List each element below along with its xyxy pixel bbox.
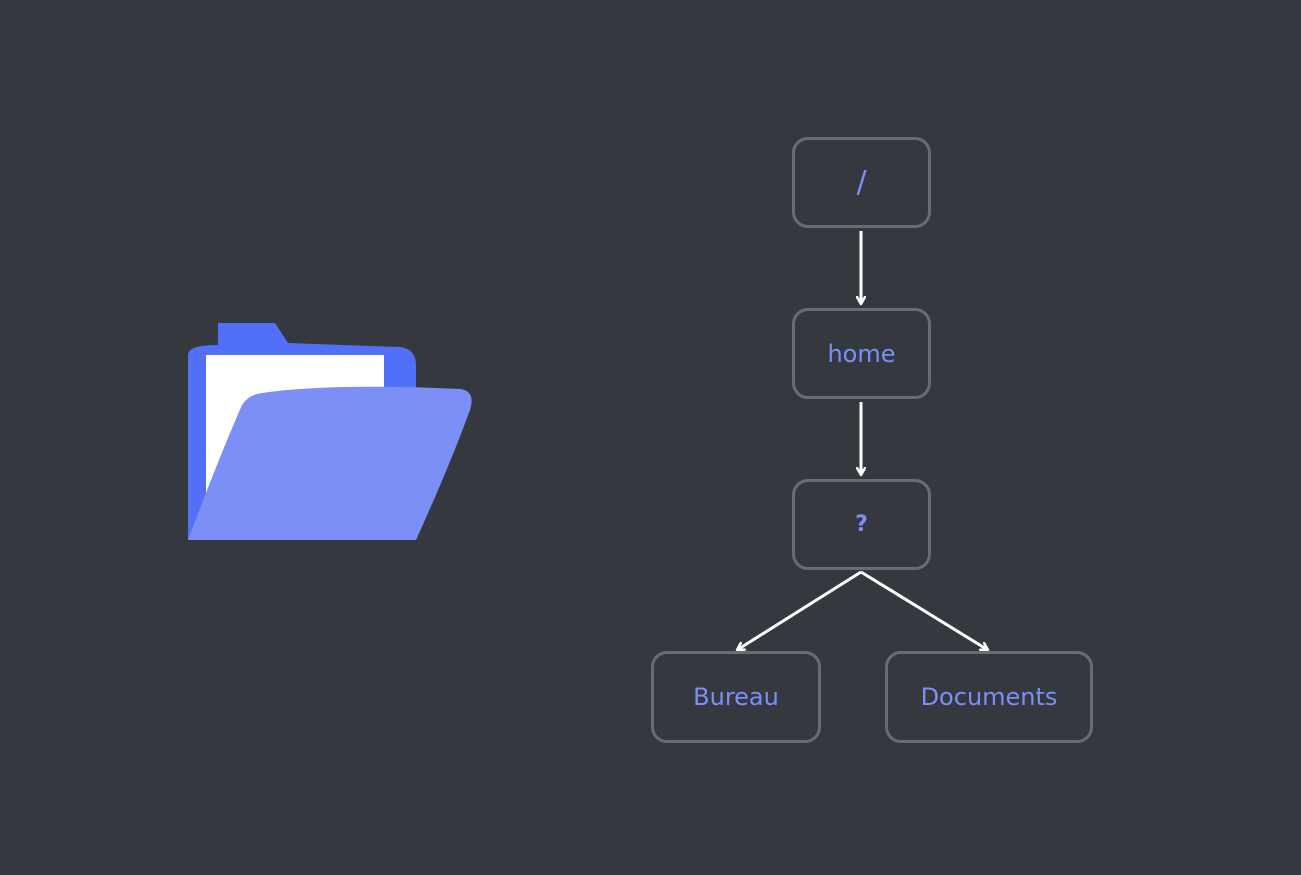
tree-node-root-label: / <box>856 165 867 200</box>
open-folder-icon <box>188 323 472 540</box>
tree-node-bureau: Bureau <box>651 651 821 743</box>
tree-node-home-label: home <box>827 339 896 368</box>
tree-node-root: / <box>792 137 931 228</box>
tree-node-unknown: ? <box>792 479 931 570</box>
tree-node-documents-label: Documents <box>920 683 1058 711</box>
tree-node-documents: Documents <box>885 651 1093 743</box>
arrow-unknown-to-documents <box>860 570 988 652</box>
arrow-unknown-to-bureau <box>737 570 862 652</box>
tree-node-home: home <box>792 308 931 399</box>
tree-node-unknown-label: ? <box>855 512 868 537</box>
tree-node-bureau-label: Bureau <box>693 683 779 711</box>
folder-front-shape <box>188 386 472 540</box>
